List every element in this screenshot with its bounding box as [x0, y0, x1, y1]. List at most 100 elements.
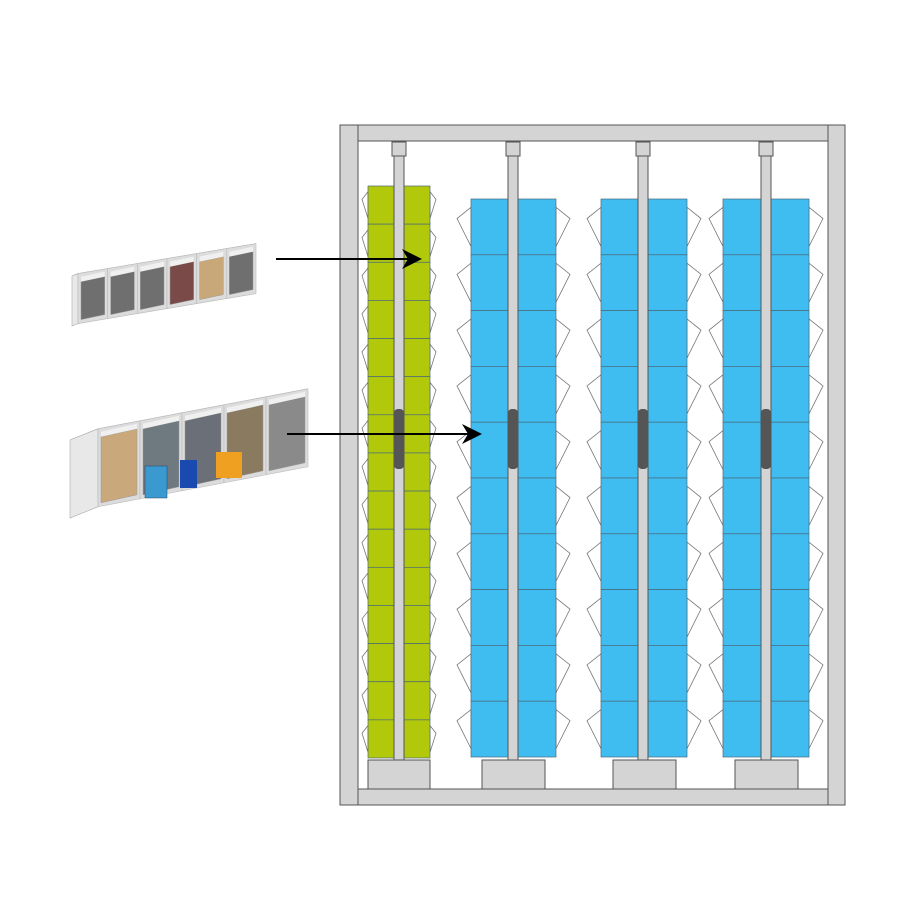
bin-flap [586, 373, 602, 415]
rack-column-3 [586, 141, 702, 790]
compartment-label-strip [185, 407, 221, 421]
compartment [100, 428, 138, 504]
bin-flap [808, 652, 824, 694]
compartment-label-strip [81, 271, 105, 282]
bin-flap [456, 597, 472, 638]
column-base [612, 759, 677, 790]
bin-flap [361, 533, 369, 562]
bin-flap [808, 262, 824, 303]
frame-right-post [827, 124, 846, 806]
bin-flap [429, 648, 437, 677]
rack-column-4 [708, 141, 824, 790]
bin-flap [361, 495, 369, 524]
compartment [110, 271, 135, 315]
large-bin-unit [69, 388, 309, 519]
bin-flap [586, 541, 602, 582]
bin-side [71, 273, 79, 327]
bin-flap [686, 708, 702, 749]
bin-flap [429, 571, 437, 600]
bin-flap [555, 373, 571, 415]
pole-handle [394, 409, 404, 469]
bin-flap [361, 648, 369, 677]
bin-flap [708, 429, 724, 470]
frame-left-post [339, 124, 359, 806]
bin-flap [686, 429, 702, 470]
bin-flap [429, 457, 437, 486]
bin-flap [361, 571, 369, 600]
bin-flap [456, 262, 472, 303]
compartment-label-strip [199, 251, 224, 262]
column-base [734, 759, 799, 790]
bin-flap [686, 318, 702, 359]
bin-flap [586, 485, 602, 526]
bin-flap [456, 318, 472, 359]
bin-flap [586, 206, 602, 247]
pole-cap [758, 141, 774, 157]
compartment [169, 261, 194, 305]
pole-handle [761, 409, 771, 469]
bin-flap [361, 228, 369, 257]
bin-flap [429, 610, 437, 639]
product-box [144, 465, 168, 499]
bin-flap [456, 708, 472, 749]
compartment-label-strip [110, 266, 135, 277]
bin-flap [361, 686, 369, 715]
bin-flap [586, 429, 602, 470]
bin-flap [456, 652, 472, 694]
bin-flap [708, 708, 724, 749]
compartment [229, 251, 254, 295]
bin-flap [686, 373, 702, 415]
compartment-label-strip [143, 415, 179, 429]
bin-flap [429, 266, 437, 295]
compartment-label-strip [140, 261, 164, 272]
bin-flap [808, 206, 824, 247]
bin-flap [686, 541, 702, 582]
bin-flap [456, 373, 472, 415]
pole-handle [508, 409, 518, 469]
pole-cap [635, 141, 651, 157]
rack-column-1 [361, 141, 437, 790]
arrows [276, 249, 482, 444]
rack-frame [339, 124, 846, 806]
bin-flap [555, 541, 571, 582]
bin-flap [808, 541, 824, 582]
bin-flap [429, 343, 437, 372]
bin-flap [808, 318, 824, 359]
rack-column-2 [456, 141, 571, 790]
bin-flap [361, 304, 369, 333]
product-box [180, 460, 197, 488]
bin-flap [456, 485, 472, 526]
bin-side [69, 428, 99, 519]
bin-flap [708, 318, 724, 359]
bin-flap [429, 533, 437, 562]
small-bin-unit [71, 243, 257, 327]
compartment [140, 266, 165, 310]
bin-flap [808, 708, 824, 749]
bin-flap [708, 485, 724, 526]
bin-flap [708, 541, 724, 582]
bin-flap [708, 597, 724, 638]
bin-flap [708, 373, 724, 415]
pole-cap [391, 141, 407, 157]
bin-flap [555, 262, 571, 303]
bin-flap [361, 266, 369, 295]
bin-flap [586, 708, 602, 749]
bin-flap [429, 228, 437, 257]
bin-flap [361, 343, 369, 372]
compartment-label-strip [229, 246, 253, 257]
bin-flap [708, 652, 724, 694]
bin-flap [586, 597, 602, 638]
bin-flap [429, 724, 437, 753]
bin-flap [361, 457, 369, 486]
bin-flap [429, 495, 437, 524]
bin-flap [456, 429, 472, 470]
bin-flap [555, 206, 571, 247]
bin-flap [808, 597, 824, 638]
bin-flap [429, 381, 437, 410]
bin-flap [555, 652, 571, 694]
pole-handle [638, 409, 648, 469]
bin-flap [429, 686, 437, 715]
bin-flap [686, 485, 702, 526]
column-base [481, 759, 546, 790]
